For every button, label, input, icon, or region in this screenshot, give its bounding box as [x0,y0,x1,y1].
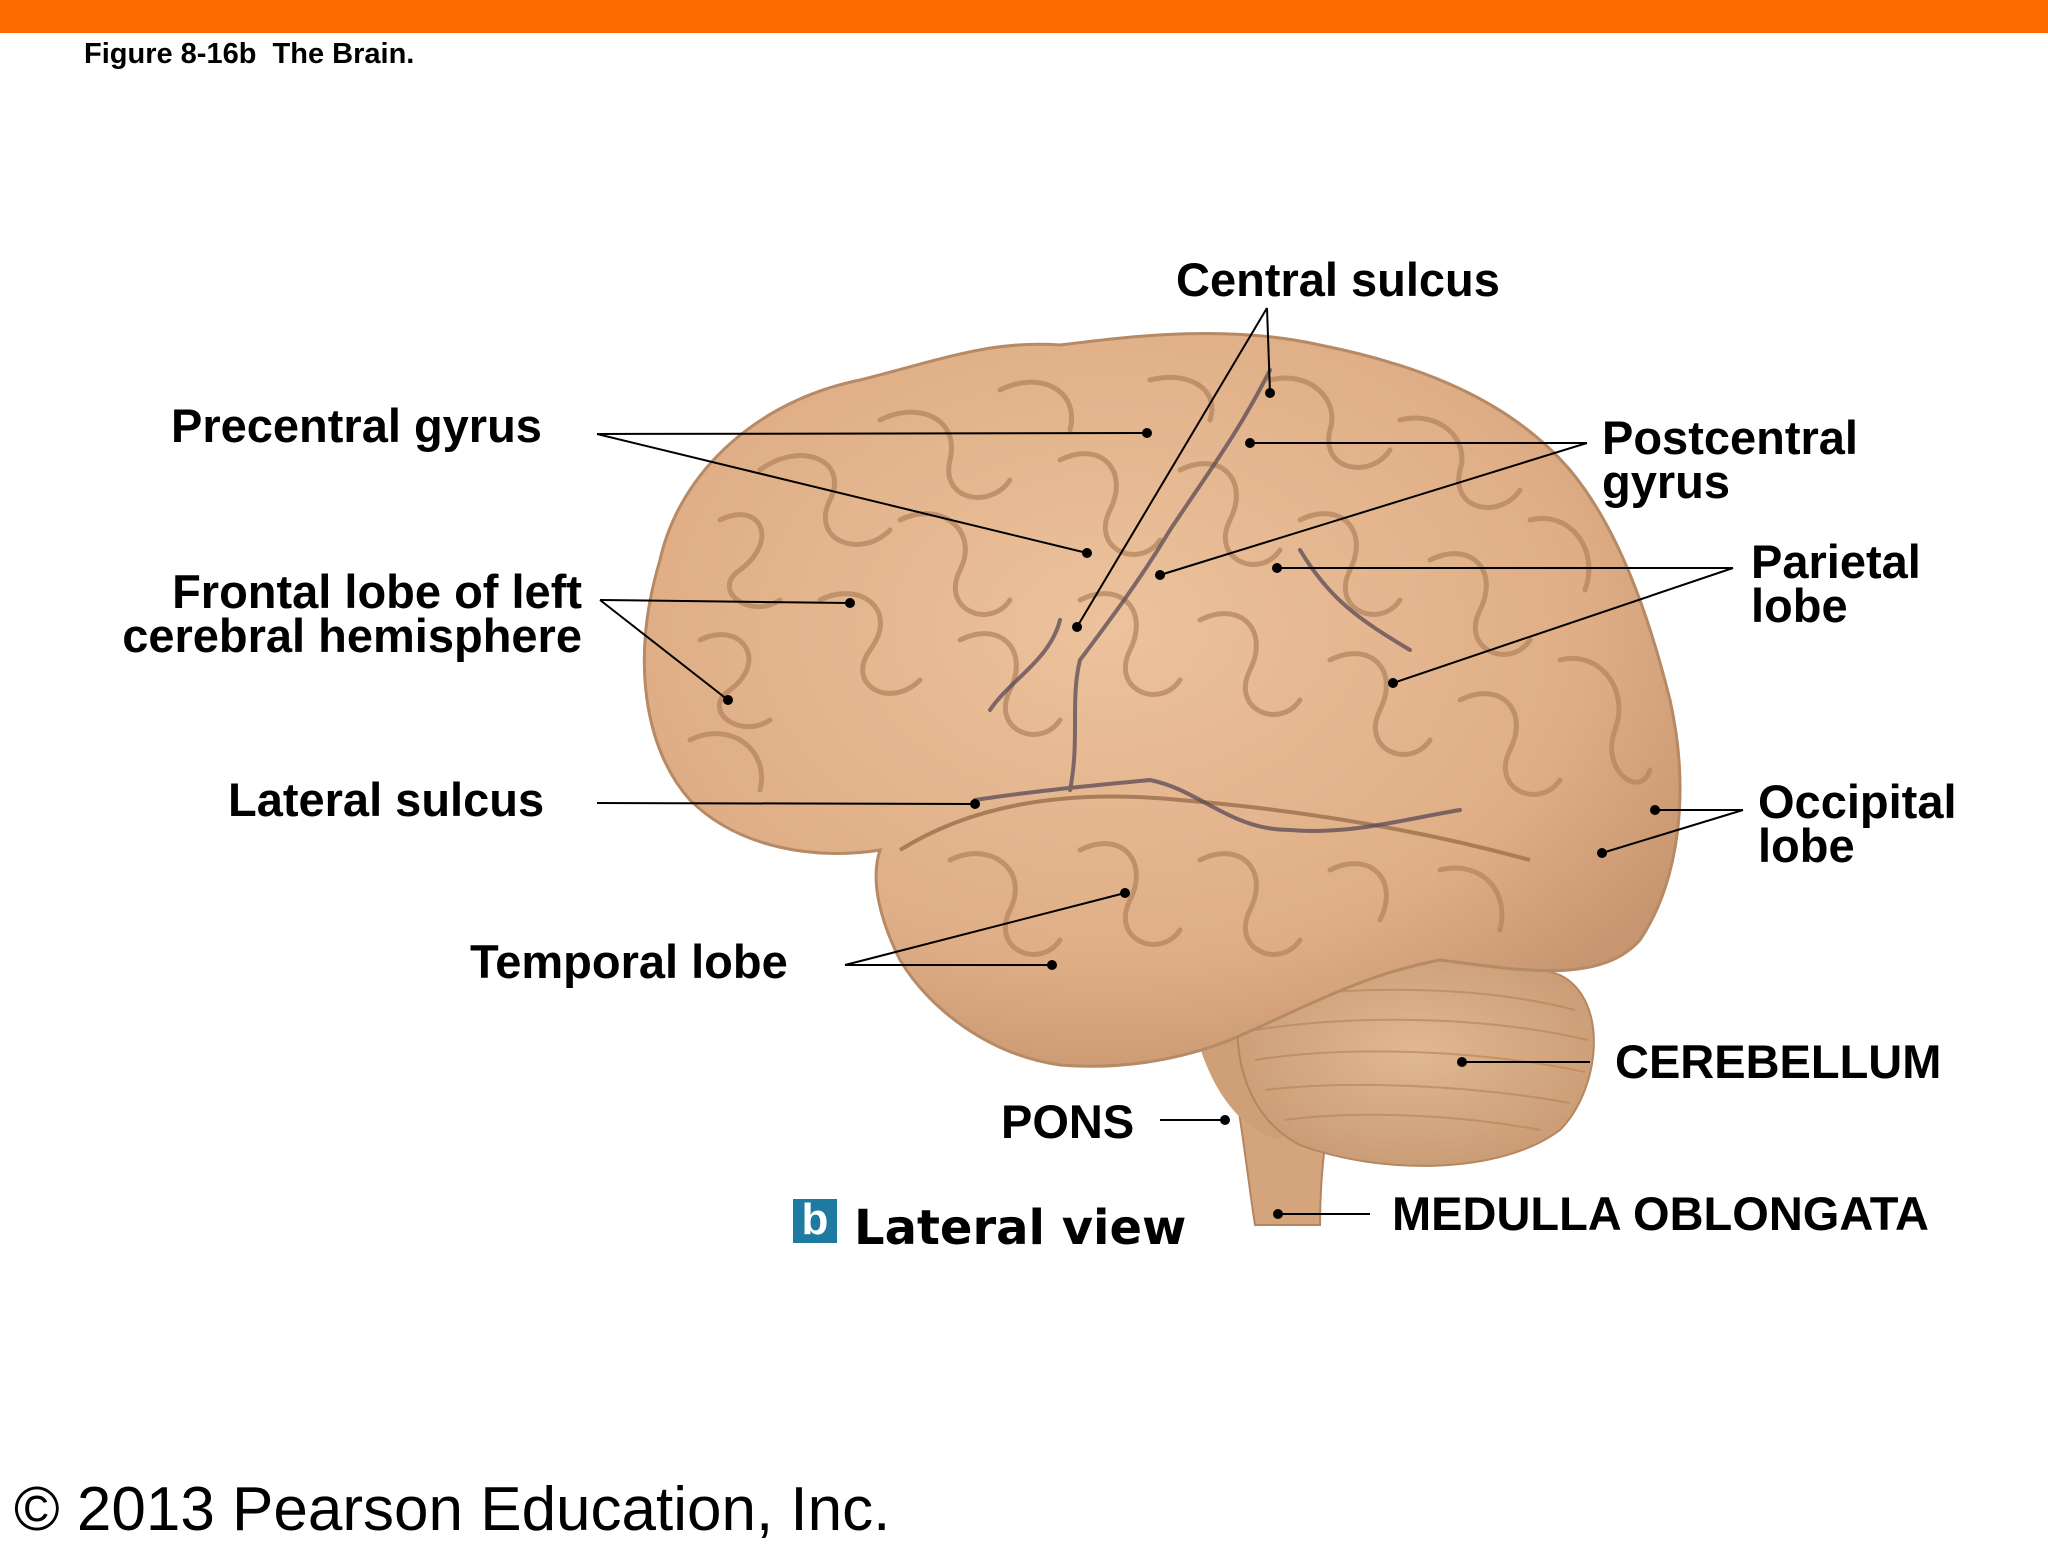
label-parietal-lobe: Parietal lobe [1751,535,1921,632]
label-postcentral-line2: gyrus [1602,455,1730,508]
label-medulla-oblongata: MEDULLA OBLONGATA [1392,1187,1929,1240]
label-postcentral-gyrus: Postcentral gyrus [1602,411,1858,508]
label-cerebellum: CEREBELLUM [1615,1035,1942,1088]
label-frontal-line1: Frontal lobe of left [172,565,582,618]
label-occipital-line2: lobe [1758,819,1855,872]
label-temporal-lobe: Temporal lobe [470,935,788,988]
figure-caption: Figure 8-16b The Brain. [84,38,415,70]
label-occipital-lobe: Occipital lobe [1758,775,1957,872]
copyright-notice: © 2013 Pearson Education, Inc. [14,1475,891,1544]
view-title: Lateral view [854,1200,1187,1256]
label-postcentral-line1: Postcentral [1602,411,1858,464]
label-pons: PONS [1001,1095,1135,1148]
label-frontal-line2: cerebral hemisphere [122,609,582,662]
top-accent-bar [0,0,2048,33]
label-occipital-line1: Occipital [1758,775,1957,828]
leader-dots [723,388,1660,1219]
lateral-sulcus-line [973,777,1462,833]
label-parietal-line2: lobe [1751,579,1848,632]
label-precentral-gyrus: Precentral gyrus [171,399,542,452]
central-sulcus-line [1068,368,1272,792]
view-badge: b [793,1198,837,1243]
label-parietal-line1: Parietal [1751,535,1921,588]
label-central-sulcus: Central sulcus [1176,253,1500,306]
label-frontal-lobe: Frontal lobe of left cerebral hemisphere [84,565,582,662]
label-lateral-sulcus: Lateral sulcus [228,773,545,826]
